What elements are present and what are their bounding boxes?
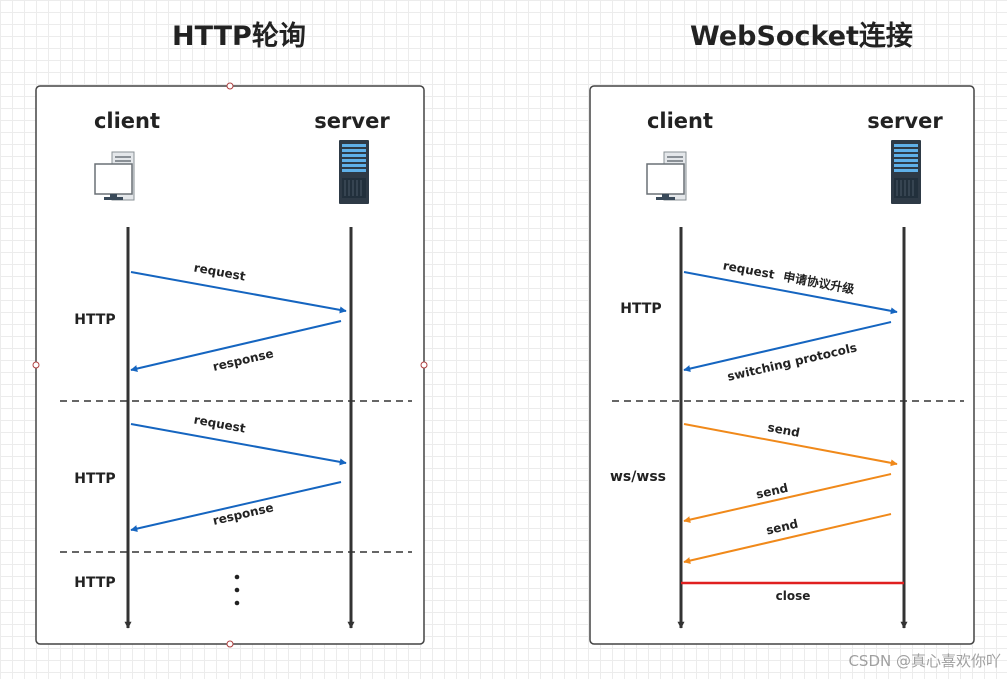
panel-frame xyxy=(589,85,975,645)
ellipsis-dots xyxy=(234,574,240,606)
phase-label: ws/wss xyxy=(610,469,666,485)
phase-label: HTTP xyxy=(74,575,115,591)
watermark: CSDN @真心喜欢你吖 xyxy=(848,652,1001,670)
upgrade-request-arrow xyxy=(683,271,898,315)
phase-label: HTTP xyxy=(74,471,115,487)
request-arrow xyxy=(130,271,347,314)
switching-protocols-arrow xyxy=(683,321,892,372)
client-label: client xyxy=(647,109,713,133)
server-rack-icon xyxy=(890,139,922,205)
response-arrow xyxy=(130,320,342,372)
http-polling-panel: client server HTTP HTTP HTTP request res… xyxy=(32,82,428,648)
server-rack-icon xyxy=(338,139,370,205)
send-arrow xyxy=(683,513,892,564)
websocket-title: WebSocket连接 xyxy=(690,21,913,52)
send-label: send xyxy=(767,420,801,440)
http-polling-title: HTTP轮询 xyxy=(172,21,306,52)
send-arrow xyxy=(683,473,892,524)
phase-label: HTTP xyxy=(620,301,661,317)
close-label: close xyxy=(776,589,811,603)
request-arrow xyxy=(130,423,347,466)
server-label: server xyxy=(867,109,943,133)
response-arrow xyxy=(130,481,342,533)
client-label: client xyxy=(94,109,160,133)
server-label: server xyxy=(314,109,390,133)
phase-label: HTTP xyxy=(74,312,115,328)
send-arrow xyxy=(683,423,898,467)
websocket-panel: client server HTTP ws/wss request 申请协议升级… xyxy=(589,85,975,645)
